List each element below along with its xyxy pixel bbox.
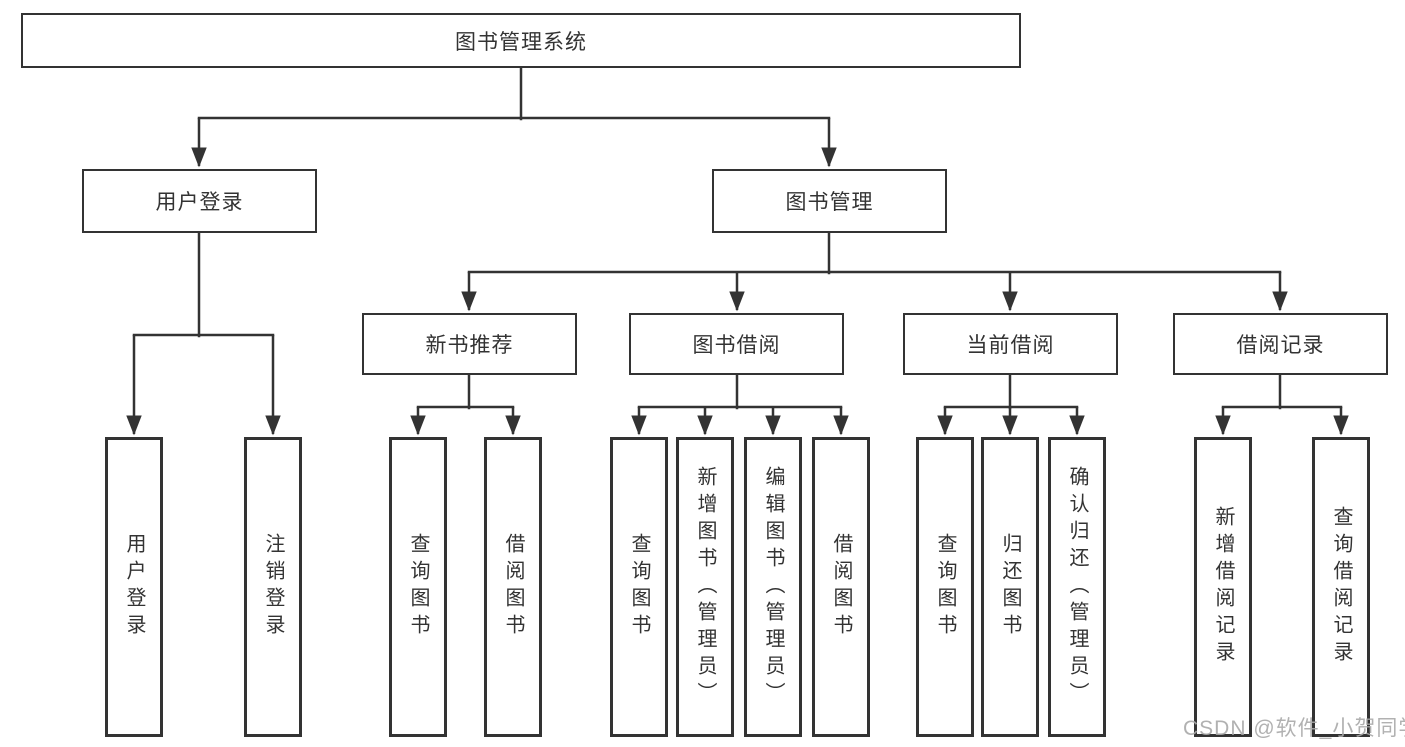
node-label: 图书管理系统	[455, 30, 587, 54]
node-borrow-record: 借阅记录	[1173, 313, 1388, 375]
node-label: 新书推荐	[425, 334, 514, 357]
leaf-return-books: 归还图书	[981, 437, 1039, 737]
leaf-add-books-admin: 新增图书（管理员）	[676, 437, 734, 737]
node-current-borrow: 当前借阅	[903, 313, 1118, 375]
node-label: 用户登录	[155, 191, 244, 214]
leaf-confirm-return-admin: 确认归还（管理员）	[1048, 437, 1106, 737]
leaf-query-books-rec: 查询图书	[389, 437, 447, 737]
node-root-system: 图书管理系统	[21, 13, 1021, 68]
node-label: 用户登录	[123, 533, 145, 641]
leaf-add-borrow-record: 新增借阅记录	[1194, 437, 1252, 737]
node-label: 查询图书	[407, 533, 429, 641]
node-label: 借阅记录	[1236, 334, 1325, 357]
node-user-login: 用户登录	[82, 169, 317, 233]
node-label: 查询图书	[628, 533, 650, 641]
node-label: 确认归还（管理员）	[1066, 465, 1088, 709]
node-new-book-recommend: 新书推荐	[362, 313, 577, 375]
node-label: 编辑图书（管理员）	[762, 465, 784, 709]
node-label: 注销登录	[262, 533, 284, 641]
leaf-user-login: 用户登录	[105, 437, 163, 737]
node-label: 图书管理	[785, 191, 874, 214]
leaf-borrow-books-rec: 借阅图书	[484, 437, 542, 737]
node-label: 归还图书	[999, 533, 1021, 641]
leaf-borrow-books: 借阅图书	[812, 437, 870, 737]
node-label: 图书借阅	[692, 334, 781, 357]
node-label: 借阅图书	[502, 533, 524, 641]
node-label: 新增借阅记录	[1212, 506, 1234, 668]
node-label: 新增图书（管理员）	[694, 465, 716, 709]
node-label: 查询图书	[934, 533, 956, 641]
node-book-borrow: 图书借阅	[629, 313, 844, 375]
leaf-query-books-current: 查询图书	[916, 437, 974, 737]
leaf-query-borrow-record: 查询借阅记录	[1312, 437, 1370, 737]
leaf-query-books: 查询图书	[610, 437, 668, 737]
leaf-edit-books-admin: 编辑图书（管理员）	[744, 437, 802, 737]
node-label: 查询借阅记录	[1330, 506, 1352, 668]
node-label: 当前借阅	[966, 334, 1055, 357]
node-book-management: 图书管理	[712, 169, 947, 233]
leaf-logout: 注销登录	[244, 437, 302, 737]
csdn-watermark: CSDN @软件_小贺同学	[1183, 717, 1405, 740]
node-label: 借阅图书	[830, 533, 852, 641]
